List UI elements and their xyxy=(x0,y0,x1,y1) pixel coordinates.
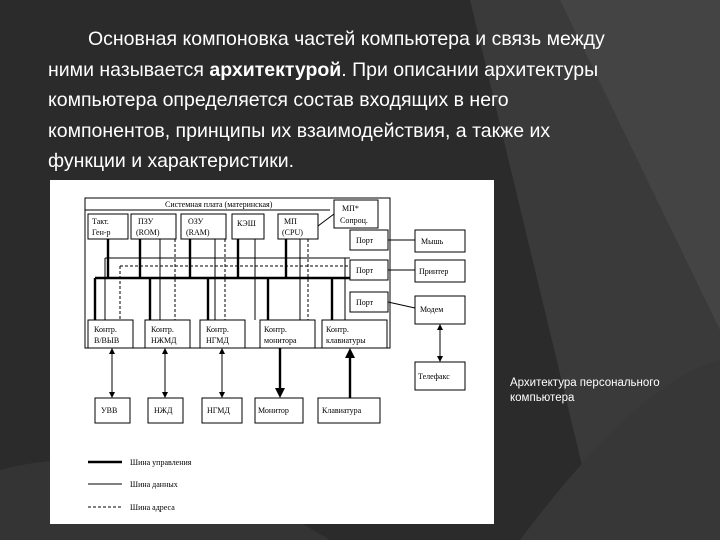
text-line-5: функции и характеристики. xyxy=(48,150,295,172)
device-io-label: УВВ xyxy=(101,406,117,415)
legend-address-bus: Шина адреса xyxy=(130,503,175,512)
text-line-4: компонентов, принципы их взаимодействия,… xyxy=(48,119,551,142)
cache-label: КЭШ xyxy=(237,219,256,228)
rom-block xyxy=(130,213,177,240)
controller-io-label-2: В/ВЫВ xyxy=(94,336,119,345)
coprocessor-label-2: Сопроц. xyxy=(340,216,368,225)
controller-keyboard-label-1: Контр. xyxy=(326,325,349,334)
controller-fdd xyxy=(199,319,246,349)
slide-body-text: Основная компоновка частей компьютера и … xyxy=(48,24,648,177)
rom-label-2: (ROM) xyxy=(136,228,160,237)
highlight-term: архитектурой xyxy=(209,58,342,81)
controller-hdd-label-1: Контр. xyxy=(151,325,174,334)
text-line-1: Основная компоновка частей компьютера и … xyxy=(88,28,605,50)
cpu-label-2: (CPU) xyxy=(282,228,303,237)
rom-label-1: ПЗУ xyxy=(138,217,154,226)
architecture-diagram: Системная плата (материнская) МП* Сопроц… xyxy=(50,180,494,524)
legend-control-bus: Шина управления xyxy=(130,458,192,467)
device-monitor-label: Монитор xyxy=(258,406,289,415)
device-hdd-label: НЖД xyxy=(154,406,173,415)
port-label-1: Порт xyxy=(356,236,374,245)
diagram-caption: Архитектура персонального компьютера xyxy=(510,377,660,404)
controller-fdd-label-2: НГМД xyxy=(206,336,229,345)
device-monitor xyxy=(254,397,304,424)
port-label-3: Порт xyxy=(356,298,374,307)
controller-io xyxy=(87,319,134,349)
ram-label-2: (RAM) xyxy=(186,228,210,237)
controller-hdd-label-2: НЖМД xyxy=(151,336,177,345)
cpu-label-1: МП xyxy=(284,217,297,226)
fax-label: Телефакс xyxy=(418,372,450,381)
device-fdd-label: НГМД xyxy=(207,406,230,415)
ram-block xyxy=(180,213,227,240)
clock-label-2: Ген-р xyxy=(92,228,111,237)
text-line-2: ними называется архитектурой. При описан… xyxy=(48,58,599,81)
controller-keyboard xyxy=(321,319,388,349)
modem-label: Модем xyxy=(420,305,443,314)
printer-block xyxy=(414,259,466,283)
controller-hdd xyxy=(144,319,191,349)
device-keyboard-label: Клавиатура xyxy=(322,406,362,415)
cpu-block xyxy=(277,213,319,240)
controller-monitor-label-1: Контр. xyxy=(264,325,287,334)
mouse-label: Мышь xyxy=(421,237,444,246)
device-hdd xyxy=(147,397,184,424)
mouse-block xyxy=(414,229,466,253)
ram-label-1: ОЗУ xyxy=(188,217,204,226)
printer-label: Принтер xyxy=(419,267,448,276)
controller-fdd-label-1: Контр. xyxy=(206,325,229,334)
board-title: Системная плата (материнская) xyxy=(165,200,273,209)
port-label-2: Порт xyxy=(356,266,374,275)
clock-label-1: Такт. xyxy=(92,217,109,226)
controller-io-label-1: Контр. xyxy=(94,325,117,334)
controller-monitor xyxy=(259,319,316,349)
coprocessor-label-1: МП* xyxy=(342,204,359,213)
cache-block xyxy=(231,213,265,240)
text-line-3: компьютера определяется состав входящих … xyxy=(48,89,509,111)
controller-monitor-label-2: монитора xyxy=(264,336,297,345)
controller-keyboard-label-2: клавиатуры xyxy=(326,336,366,345)
device-io xyxy=(94,397,131,424)
legend-data-bus: Шина данных xyxy=(130,480,178,489)
